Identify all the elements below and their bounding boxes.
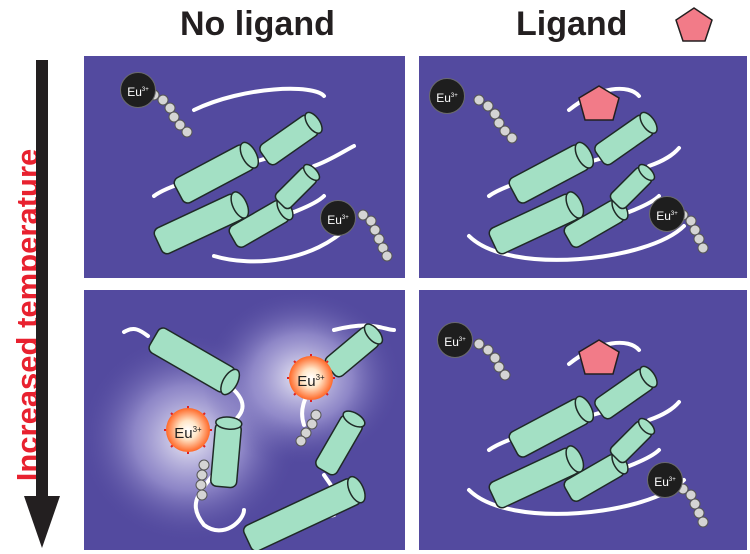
panel-no-ligand-low-temp: Eu3+ Eu3+ bbox=[84, 56, 405, 278]
folded-protein-with-ligand-diagram bbox=[467, 85, 709, 262]
europium-ion: Eu3+ bbox=[649, 196, 685, 232]
folded-protein-with-ligand-diagram bbox=[467, 338, 709, 528]
panel-ligand-low-temp: Eu3+ Eu3+ bbox=[419, 56, 747, 278]
panel-no-ligand-high-temp: Eu3+ Eu3+ bbox=[84, 290, 405, 550]
europium-ion: Eu3+ bbox=[429, 78, 465, 114]
bound-ligand-icon bbox=[578, 339, 620, 375]
folded-protein-diagram bbox=[148, 86, 393, 264]
europium-ion: Eu3+ bbox=[320, 200, 356, 236]
unfolded-protein-diagram bbox=[84, 290, 402, 550]
europium-ion: Eu3+ bbox=[437, 322, 473, 358]
header-no-ligand: No ligand bbox=[180, 5, 335, 43]
europium-ion: Eu3+ bbox=[647, 462, 683, 498]
header-ligand: Ligand bbox=[516, 5, 628, 43]
ligand-pentagon-icon bbox=[675, 7, 713, 42]
europium-ion-luminescent: Eu3+ bbox=[166, 408, 210, 452]
panel-ligand-high-temp: Eu3+ Eu3+ bbox=[419, 290, 747, 550]
bound-ligand-icon bbox=[578, 85, 620, 121]
europium-ion: Eu3+ bbox=[120, 72, 156, 108]
europium-ion-luminescent: Eu3+ bbox=[289, 356, 333, 400]
down-arrow-icon bbox=[24, 60, 60, 548]
